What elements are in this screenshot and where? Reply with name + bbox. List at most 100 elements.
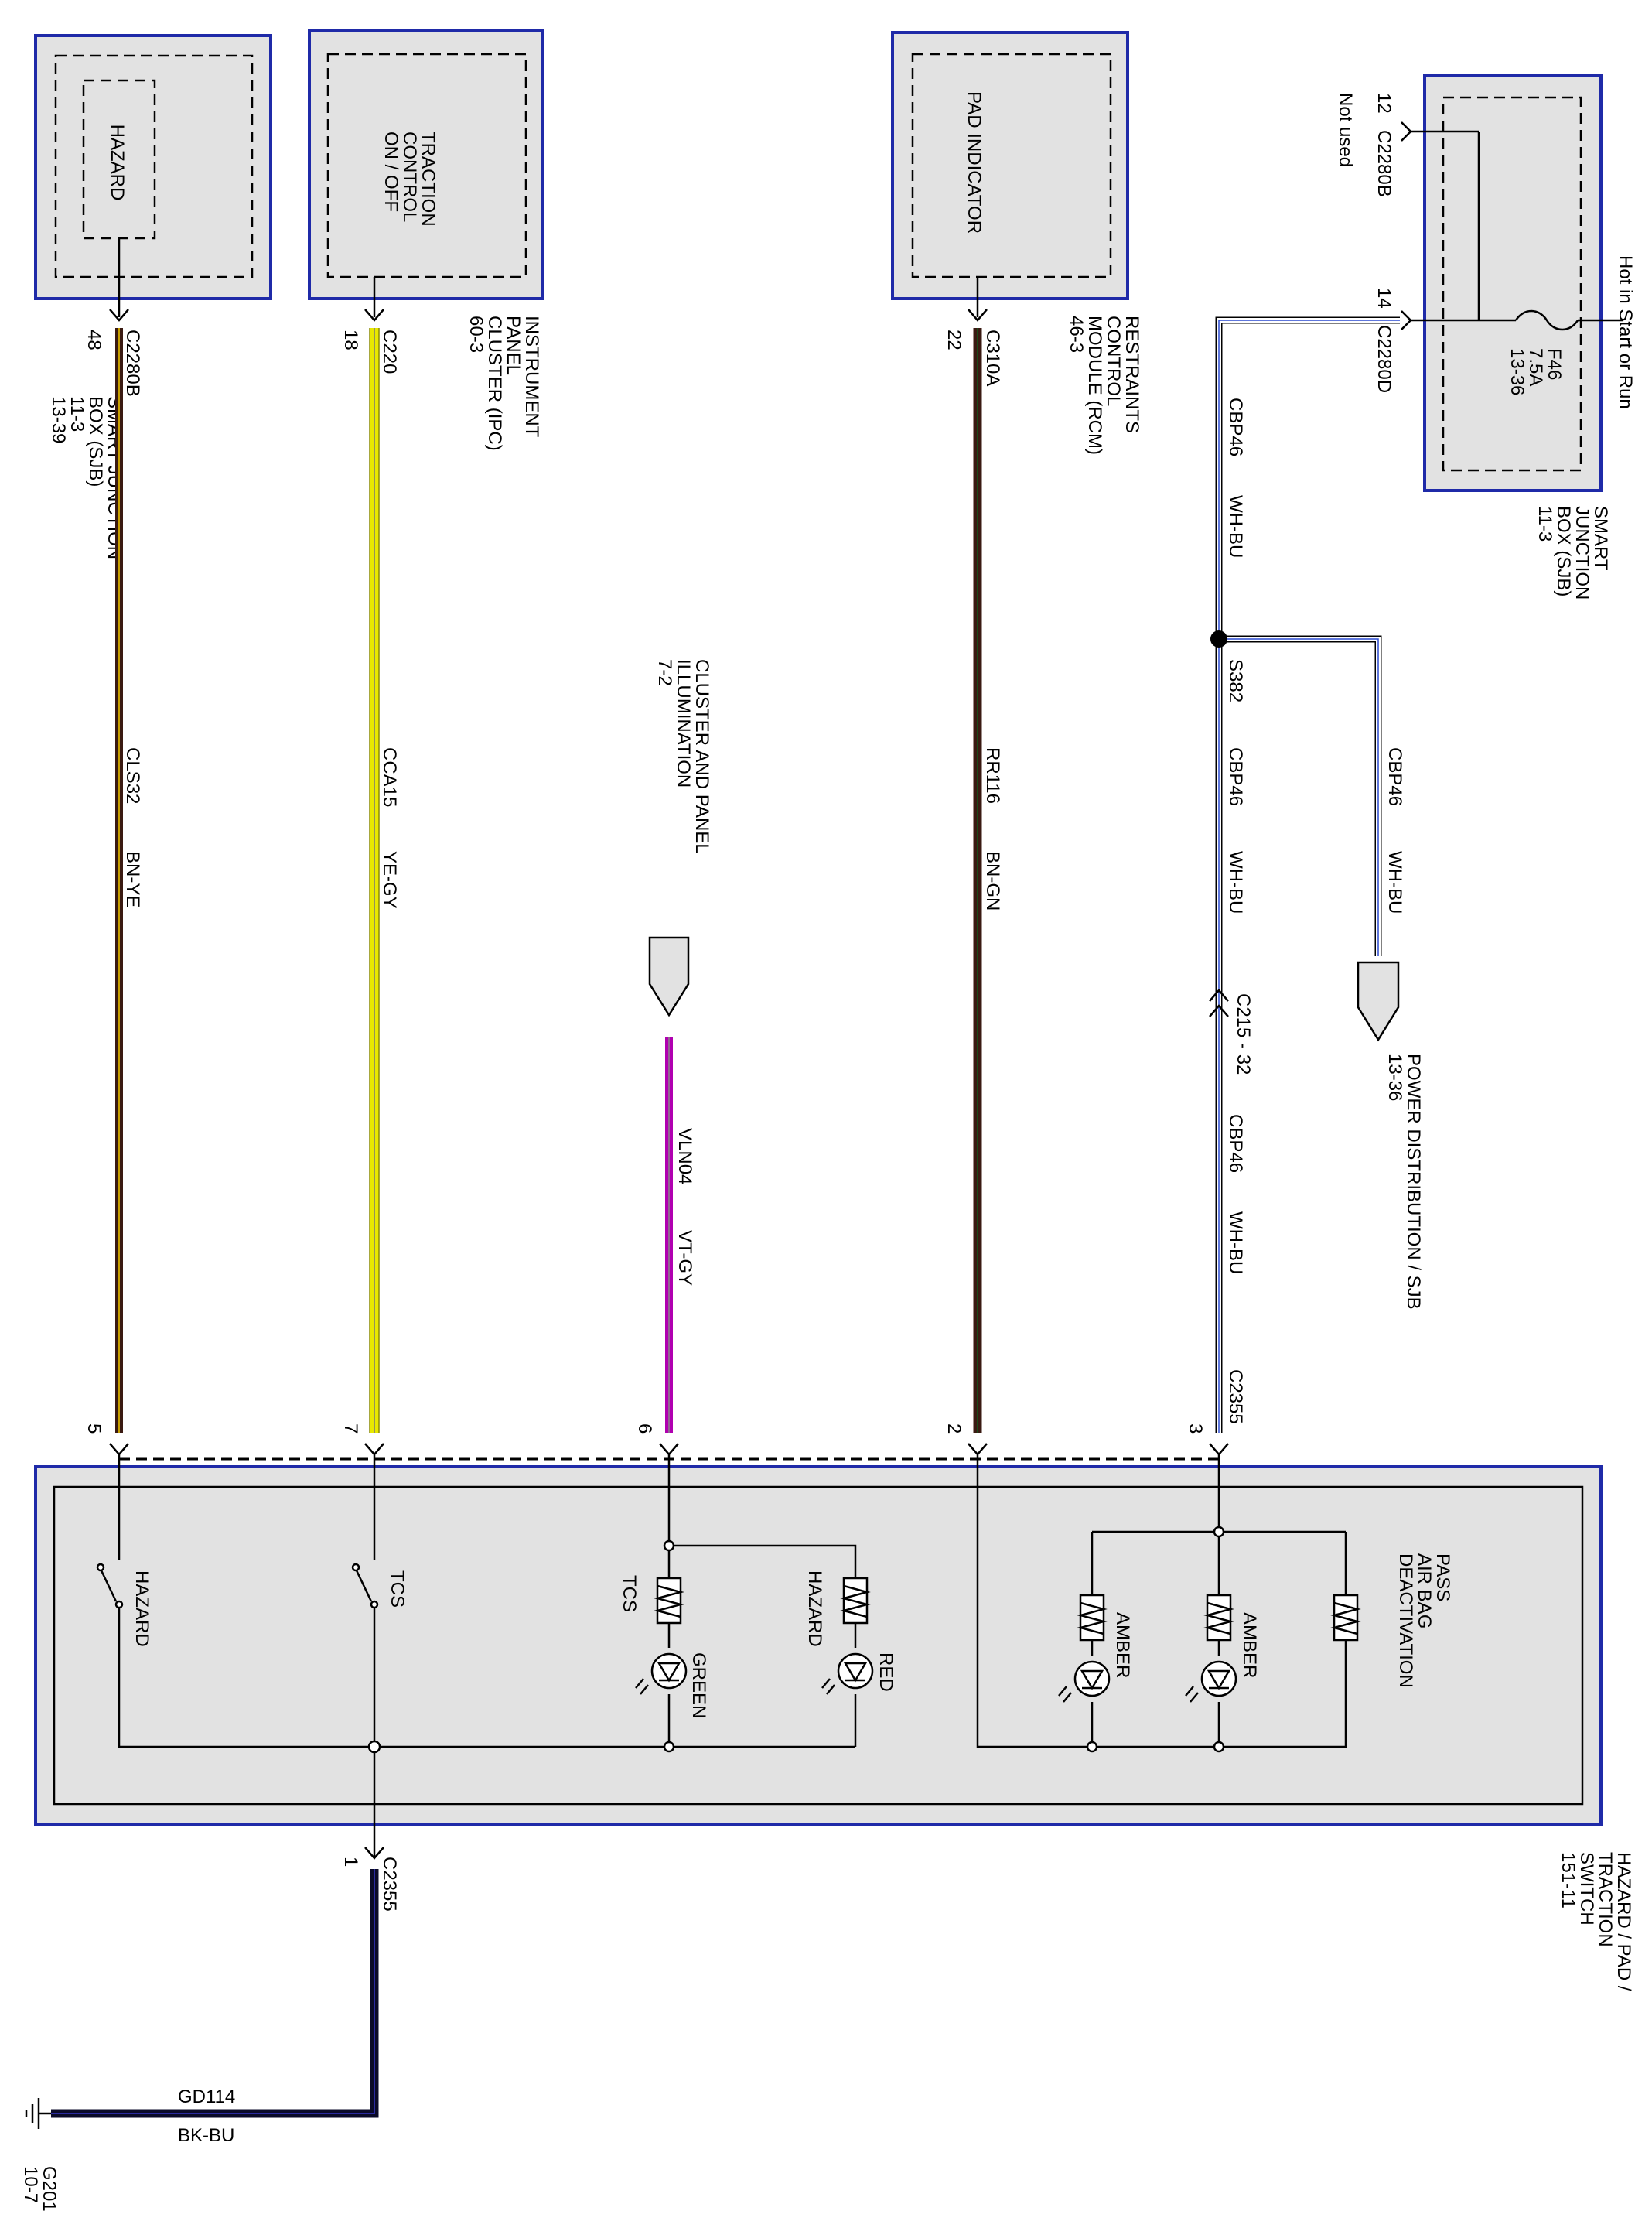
pass-airbag-label: PASS AIR BAG DEACTIVATION (1395, 1553, 1453, 1688)
switch-title: HAZARD / PAD / TRACTION SWITCH 151-11 (1558, 1852, 1634, 1991)
tcs-resistor-icon (654, 1577, 684, 1625)
cbp46-branch-label: CBP46 (1384, 747, 1405, 806)
not-used-label: Not used (1335, 93, 1356, 167)
rcm-inner-label: PAD INDICATOR (964, 91, 985, 234)
svg-text:PANEL: PANEL (503, 316, 524, 375)
sjb-hazard-inner-label: HAZARD (107, 125, 128, 201)
svg-text:7-2: 7-2 (654, 659, 675, 686)
ground-icon (25, 2098, 51, 2129)
svg-text:F46: F46 (1544, 348, 1565, 380)
wire-cbp46: CBP46 WH-BU S382 CBP46 WH-BU C215 - 32 C… (1209, 316, 1424, 1433)
svg-text:TRACTION: TRACTION (1595, 1852, 1616, 1947)
pin-12: 12 (1374, 93, 1394, 114)
amber2-resistor-icon (1203, 1594, 1234, 1642)
cca15-label: CCA15 (379, 747, 400, 807)
cls32-label: CLS32 (122, 747, 143, 804)
amber1-resistor-icon (1077, 1594, 1108, 1642)
hazard-pad-traction-switch: 5 7 6 2 3 (34, 1423, 1634, 1991)
red-label: RED (875, 1652, 896, 1692)
sjb-fuse-module: Hot in Start or Run F46 7.5A 13-36 12 C2… (1335, 74, 1636, 600)
svg-text:JUNCTION: JUNCTION (1572, 506, 1592, 600)
amber2-led-icon (1185, 1660, 1237, 1703)
c2280b-top-label: C2280B (1374, 130, 1394, 197)
fuse-f46-label: F46 7.5A 13-36 (1507, 348, 1565, 395)
pin-7: 7 (340, 1423, 361, 1434)
c2355-top-label: C2355 (1225, 1369, 1246, 1424)
ipc-inner-label: TRACTION CONTROL ON / OFF (381, 132, 439, 227)
svg-text:CLUSTER (IPC): CLUSTER (IPC) (484, 316, 505, 451)
vt-gy-label: VT-GY (674, 1230, 695, 1286)
tcs-switch-label: TCS (387, 1570, 408, 1608)
cbp46-low-label: CBP46 (1225, 1114, 1246, 1173)
svg-text:TRACTION: TRACTION (418, 132, 439, 227)
amber1-led-icon (1058, 1660, 1111, 1703)
svg-text:13-36: 13-36 (1507, 348, 1527, 395)
svg-text:POWER DISTRIBUTION / SJB: POWER DISTRIBUTION / SJB (1403, 1054, 1424, 1310)
c215-32-label: C215 - 32 (1233, 993, 1254, 1075)
wire-rr116: 22 C310A RR116 BN-GN (944, 309, 1003, 1433)
bn-gn-label: BN-GN (982, 851, 1003, 911)
hazard-switch-label: HAZARD (131, 1570, 152, 1647)
ipc-module: TRACTION CONTROL ON / OFF INSTRUMENT PAN… (308, 29, 544, 451)
svg-text:HAZARD / PAD /: HAZARD / PAD / (1613, 1852, 1634, 1991)
wire-gd114: 1 C2355 GD114 BK-BU G201 10-7 (20, 1841, 400, 2212)
svg-text:151-11: 151-11 (1558, 1852, 1579, 1908)
c2280b-left-label: C2280B (122, 330, 143, 397)
svg-text:46-3: 46-3 (1066, 316, 1087, 353)
sjb-fuse-title: SMART JUNCTION BOX (SJB) 11-3 (1534, 506, 1611, 600)
c215-32-connector (1209, 989, 1229, 1017)
illumination-source-arrow (648, 936, 690, 1017)
c2280d-label: C2280D (1374, 325, 1394, 393)
amber1-label: AMBER (1112, 1612, 1133, 1678)
pass-airbag-resistor-icon (1330, 1594, 1361, 1642)
wh-bu-mid-label: WH-BU (1225, 851, 1246, 914)
cbp46-mid-label: CBP46 (1225, 747, 1246, 806)
svg-text:CONTROL: CONTROL (1103, 316, 1124, 406)
rr116-label: RR116 (982, 747, 1003, 804)
wh-bu-top-label: WH-BU (1225, 495, 1246, 558)
svg-text:CONTROL: CONTROL (399, 132, 420, 222)
pin-48: 48 (84, 330, 104, 350)
svg-text:BOX (SJB): BOX (SJB) (1553, 506, 1574, 596)
c220-label: C220 (379, 330, 400, 374)
splice-s382 (1210, 630, 1227, 648)
svg-text:ILLUMINATION: ILLUMINATION (673, 659, 694, 788)
svg-text:7.5A: 7.5A (1525, 348, 1546, 386)
wh-bu-low-label: WH-BU (1225, 1211, 1246, 1274)
svg-text:60-3: 60-3 (466, 316, 486, 353)
ye-gy-label: YE-GY (379, 851, 400, 909)
svg-text:13-36: 13-36 (1384, 1054, 1405, 1101)
tcs-led-label: TCS (619, 1575, 640, 1612)
svg-text:BOX (SJB): BOX (SJB) (85, 396, 106, 487)
power-distribution-label: POWER DISTRIBUTION / SJB 13-36 (1384, 1054, 1424, 1310)
wire-cls32: 48 C2280B CLS32 BN-YE (84, 309, 143, 1433)
svg-text:DEACTIVATION: DEACTIVATION (1395, 1553, 1416, 1688)
red-led-icon (821, 1652, 874, 1695)
vln04-label: VLN04 (674, 1128, 695, 1184)
svg-text:11-3: 11-3 (1534, 506, 1555, 542)
rcm-module: PAD INDICATOR RESTRAINTS CONTROL MODULE … (891, 31, 1142, 455)
pin-3: 3 (1185, 1423, 1206, 1434)
pin-6: 6 (634, 1423, 655, 1434)
bn-ye-label: BN-YE (122, 851, 143, 907)
pin-14: 14 (1374, 288, 1394, 309)
wire-vln04: CLUSTER AND PANEL ILLUMINATION 7-2 VLN04… (648, 659, 712, 1433)
wire-cca15: 18 C220 CCA15 YE-GY (340, 309, 400, 1433)
svg-text:MODULE (RCM): MODULE (RCM) (1084, 316, 1105, 455)
gd114-label: GD114 (178, 2086, 235, 2107)
svg-text:RESTRAINTS: RESTRAINTS (1121, 316, 1142, 433)
cbp46-top-label: CBP46 (1225, 398, 1246, 456)
sjb-hazard-module: HAZARD SMART JUNCTION BOX (SJB) 11-3 13-… (34, 34, 272, 559)
hazard-led-label: HAZARD (804, 1570, 825, 1647)
svg-text:13-39: 13-39 (48, 396, 69, 443)
hazard-resistor-icon (840, 1577, 871, 1625)
svg-text:ON / OFF: ON / OFF (381, 132, 401, 212)
ipc-title: INSTRUMENT PANEL CLUSTER (IPC) 60-3 (466, 316, 542, 451)
svg-text:G201: G201 (39, 2166, 60, 2212)
g201-label: G201 10-7 (20, 2166, 60, 2212)
svg-text:SWITCH: SWITCH (1576, 1852, 1597, 1926)
amber2-label: AMBER (1239, 1612, 1260, 1678)
rcm-title: RESTRAINTS CONTROL MODULE (RCM) 46-3 (1066, 316, 1142, 455)
wh-bu-branch-label: WH-BU (1384, 851, 1405, 914)
